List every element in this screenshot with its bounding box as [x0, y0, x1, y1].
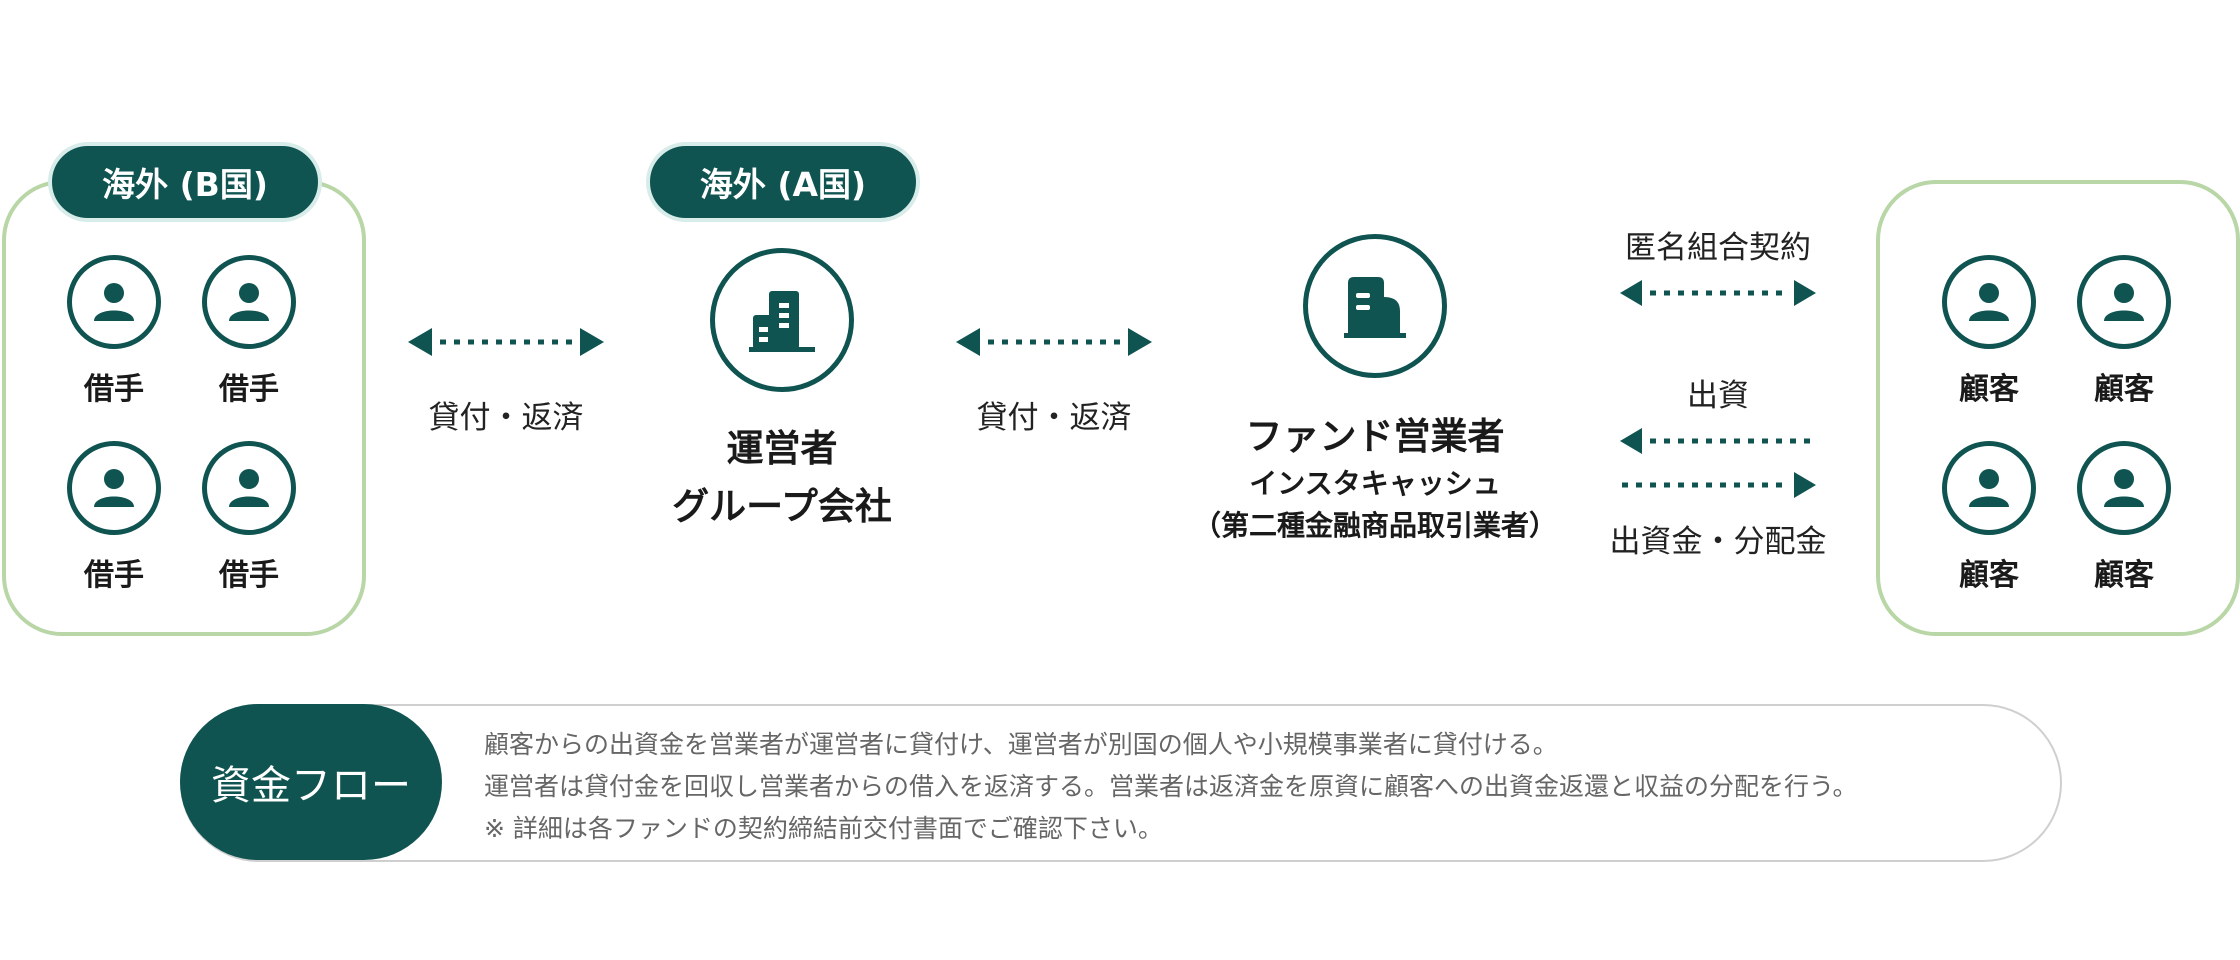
customer-group-box — [1876, 180, 2240, 636]
borrower-3-label: 借手 — [84, 558, 144, 593]
customer-3-label: 顧客 — [1959, 558, 2019, 593]
distribution-label: 出資金・分配金 — [1609, 524, 1827, 560]
fund-operator-avatar — [1303, 234, 1447, 378]
office-building-icon — [1344, 277, 1406, 338]
caption-line-1: 顧客からの出資金を営業者が運営者に貸付け、運営者が別国の個人や小規模事業者に貸付… — [484, 730, 1558, 759]
customer-4-avatar — [2077, 441, 2171, 535]
borrower-group-box — [2, 180, 366, 636]
fund-flow-label-pill: 資金フロー — [180, 704, 442, 860]
operator-name-line1: 運営者 — [726, 427, 838, 470]
caption-line-2: 運営者は貸付金を回収し営業者からの借入を返済する。営業者は返済金を原資に顧客への… — [484, 772, 1858, 801]
person-icon — [2104, 283, 2144, 321]
fund-operator-name: ファンド営業者 — [1245, 415, 1505, 458]
contract-label: 匿名組合契約 — [1625, 230, 1811, 266]
distribution-arrow-right — [1622, 472, 1816, 498]
country-a-label: 海外 (A国) — [699, 165, 867, 204]
person-icon — [94, 469, 134, 507]
fund-flow-caption-box — [180, 704, 2062, 862]
customer-1-label: 顧客 — [1959, 372, 2019, 407]
middle-flow-label: 貸付・返済 — [976, 400, 1132, 436]
borrower-3-avatar — [67, 441, 161, 535]
left-flow-label: 貸付・返済 — [428, 400, 584, 436]
customer-2-label: 顧客 — [2094, 372, 2154, 407]
person-icon — [1969, 469, 2009, 507]
person-icon — [229, 283, 269, 321]
person-icon — [94, 283, 134, 321]
operator-avatar — [710, 248, 854, 392]
fund-flow-label: 資金フロー — [211, 763, 411, 809]
building-icon — [749, 291, 815, 352]
middle-bidirectional-arrow — [956, 328, 1152, 356]
customer-3-avatar — [1942, 441, 2036, 535]
person-icon — [1969, 283, 2009, 321]
investment-arrow-left — [1620, 428, 1814, 454]
customer-2-avatar — [2077, 255, 2171, 349]
borrower-2-label: 借手 — [219, 372, 279, 407]
country-b-label: 海外 (B国) — [102, 165, 268, 204]
contract-bidirectional-arrow — [1620, 280, 1816, 306]
fund-operator-registration: （第二種金融商品取引業者） — [1192, 509, 1557, 542]
person-icon — [229, 469, 269, 507]
borrower-2-avatar — [202, 255, 296, 349]
investment-label: 出資 — [1687, 378, 1749, 414]
borrower-4-avatar — [202, 441, 296, 535]
country-b-badge: 海外 (B国) — [48, 142, 322, 222]
person-icon — [2104, 469, 2144, 507]
left-bidirectional-arrow — [408, 328, 604, 356]
caption-line-3: ※ 詳細は各ファンドの契約締結前交付書面でご確認下さい。 — [484, 814, 1163, 843]
customer-4-label: 顧客 — [2094, 558, 2154, 593]
customer-1-avatar — [1942, 255, 2036, 349]
borrower-4-label: 借手 — [219, 558, 279, 593]
borrower-1-label: 借手 — [84, 372, 144, 407]
operator-name-line2: グループ会社 — [672, 485, 892, 528]
country-a-badge: 海外 (A国) — [646, 142, 920, 222]
borrower-1-avatar — [67, 255, 161, 349]
fund-operator-company: インスタキャッシュ — [1249, 467, 1501, 500]
